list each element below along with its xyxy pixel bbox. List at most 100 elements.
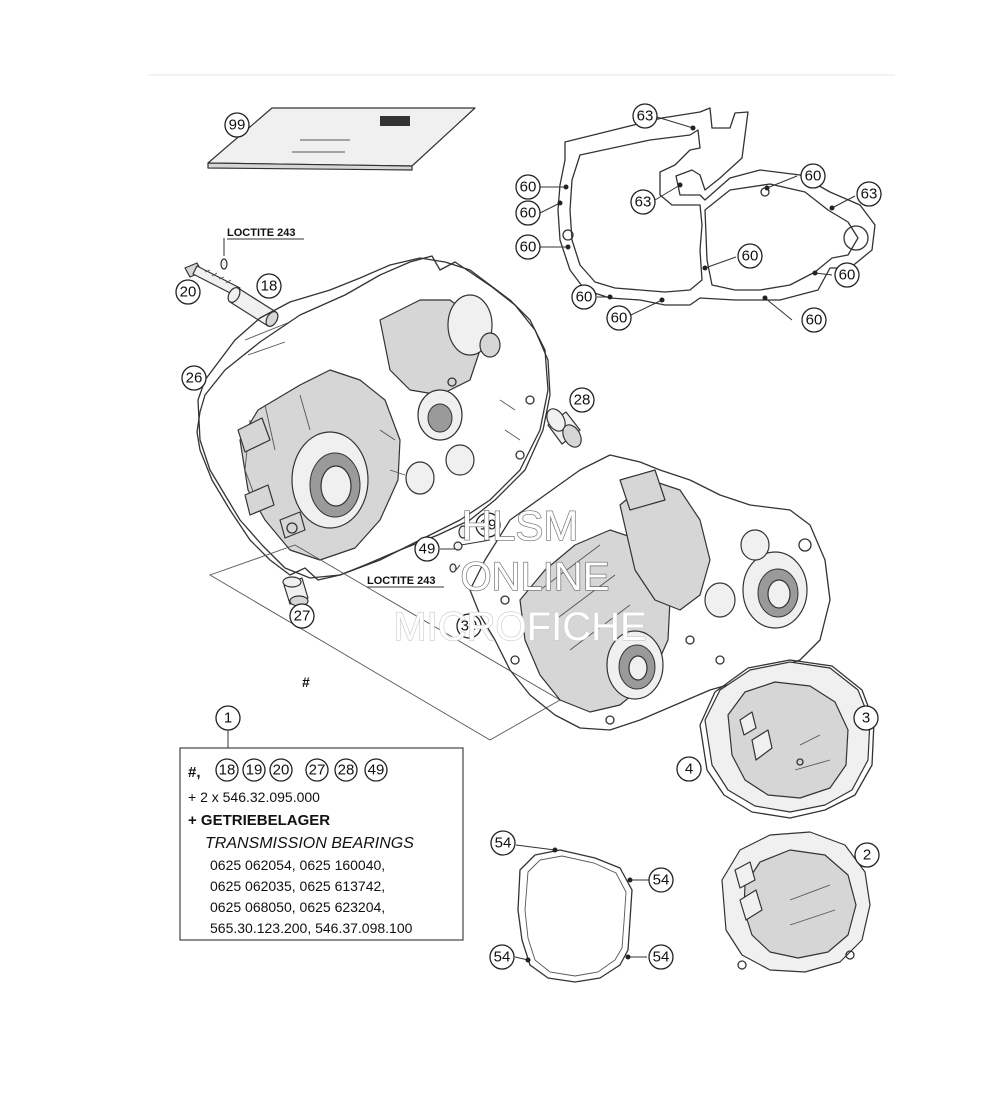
callout-60: 60 <box>571 284 597 310</box>
callout-26: 26 <box>181 365 207 391</box>
svg-text:3: 3 <box>862 710 870 727</box>
callout-54: 54 <box>489 944 515 970</box>
right-crankcase-half <box>469 454 831 731</box>
legend-line-4: TRANSMISSION BEARINGS <box>205 835 414 852</box>
callout-18: 18 <box>256 273 282 299</box>
callout-54: 54 <box>648 944 674 970</box>
callout-60: 60 <box>515 200 541 226</box>
legend-line-2: + 2 x 546.32.095.000 <box>188 789 320 805</box>
svg-text:60: 60 <box>611 310 628 327</box>
svg-text:60: 60 <box>520 179 537 196</box>
svg-text:63: 63 <box>637 108 654 125</box>
svg-text:27: 27 <box>309 762 326 779</box>
svg-text:28: 28 <box>338 762 355 779</box>
callout-2: 2 <box>854 842 880 868</box>
svg-text:4: 4 <box>685 761 693 778</box>
ignition-cover-gasket <box>699 659 875 819</box>
svg-text:60: 60 <box>805 168 822 185</box>
callout-39: 39 <box>456 613 482 639</box>
svg-text:63: 63 <box>635 194 652 211</box>
dowel-pins <box>449 525 468 573</box>
callout-20: 20 <box>175 279 201 305</box>
svg-text:60: 60 <box>806 312 823 329</box>
crankcase-gasket <box>196 255 551 581</box>
svg-text:28: 28 <box>574 392 591 409</box>
callout-4: 4 <box>676 756 702 782</box>
callout-99: 99 <box>224 112 250 138</box>
legend-line-6: 0625 062035, 0625 613742, <box>210 878 385 894</box>
svg-text:49: 49 <box>419 541 436 558</box>
legend-line-8: 565.30.123.200, 546.37.098.100 <box>210 920 413 936</box>
legend-item-28: 28 <box>334 758 358 782</box>
svg-text:1: 1 <box>224 710 232 727</box>
watermark-line-1: HLSM <box>462 502 579 549</box>
callout-1: 1 <box>215 705 241 731</box>
leader-lines <box>223 116 856 963</box>
svg-text:18: 18 <box>261 278 278 295</box>
legend-item-19: 19 <box>242 758 266 782</box>
callout-27: 27 <box>289 603 315 629</box>
svg-text:26: 26 <box>186 370 203 387</box>
callout-60: 60 <box>737 243 763 269</box>
svg-text:60: 60 <box>520 239 537 256</box>
legend-hash: #, <box>188 764 201 781</box>
svg-text:54: 54 <box>653 949 670 966</box>
svg-text:20: 20 <box>180 284 197 301</box>
callout-63: 63 <box>630 189 656 215</box>
watermark-line-2: ONLINE <box>461 555 610 599</box>
callout-49: 49 <box>414 536 440 562</box>
loctite-note-mid: LOCTITE 243 <box>367 575 435 587</box>
left-crankcase-half <box>197 257 549 579</box>
svg-text:19: 19 <box>480 517 497 534</box>
svg-text:27: 27 <box>294 608 311 625</box>
callout-3: 3 <box>853 705 879 731</box>
svg-text:60: 60 <box>520 205 537 222</box>
callout-60: 60 <box>515 174 541 200</box>
loctite-note-top: LOCTITE 243 <box>227 227 295 239</box>
callout-54: 54 <box>490 830 516 856</box>
cover-gasket-54 <box>517 849 633 983</box>
callout-63: 63 <box>632 103 658 129</box>
bolt-and-sleeve <box>184 258 291 356</box>
legend-item-27: 27 <box>305 758 329 782</box>
callout-60: 60 <box>800 163 826 189</box>
ignition-cover-upper <box>704 661 871 813</box>
callout-60: 60 <box>515 234 541 260</box>
manual-booklet <box>207 107 476 171</box>
callout-60: 60 <box>834 262 860 288</box>
svg-text:18: 18 <box>219 762 236 779</box>
svg-text:60: 60 <box>742 248 759 265</box>
legend-item-18: 18 <box>215 758 239 782</box>
assembly-legend-box: #, 18 19 20 27 28 49 + 2 x 546.32.095.00… <box>179 747 464 941</box>
watermark-line-3: MICROFICHE <box>393 605 646 649</box>
svg-text:54: 54 <box>494 949 511 966</box>
svg-text:54: 54 <box>653 872 670 889</box>
svg-text:20: 20 <box>273 762 290 779</box>
bearing-sleeve-28 <box>546 408 582 448</box>
svg-text:2: 2 <box>863 847 871 864</box>
svg-text:39: 39 <box>461 618 478 635</box>
legend-line-5: 0625 062054, 0625 160040, <box>210 857 385 873</box>
legend-line-7: 0625 068050, 0625 623204, <box>210 899 385 915</box>
callout-28: 28 <box>569 387 595 413</box>
callout-19: 19 <box>475 512 501 538</box>
legend-line-3: + GETRIEBELAGER <box>188 812 330 829</box>
callout-60: 60 <box>801 307 827 333</box>
callout-54: 54 <box>648 867 674 893</box>
svg-text:60: 60 <box>839 267 856 284</box>
watermark: HLSM ONLINE MICROFICHE <box>393 501 648 649</box>
legend-item-20: 20 <box>269 758 293 782</box>
svg-text:63: 63 <box>861 186 878 203</box>
clutch-cover-gasket <box>557 107 876 306</box>
ignition-cover-lower <box>721 831 871 973</box>
svg-text:99: 99 <box>229 117 246 134</box>
callout-63: 63 <box>856 181 882 207</box>
svg-text:49: 49 <box>368 762 385 779</box>
svg-text:60: 60 <box>576 289 593 306</box>
callout-60: 60 <box>606 305 632 331</box>
bushing-27 <box>282 576 309 607</box>
legend-item-49: 49 <box>364 758 388 782</box>
svg-text:54: 54 <box>495 835 512 852</box>
hash-mark: # <box>302 674 310 690</box>
